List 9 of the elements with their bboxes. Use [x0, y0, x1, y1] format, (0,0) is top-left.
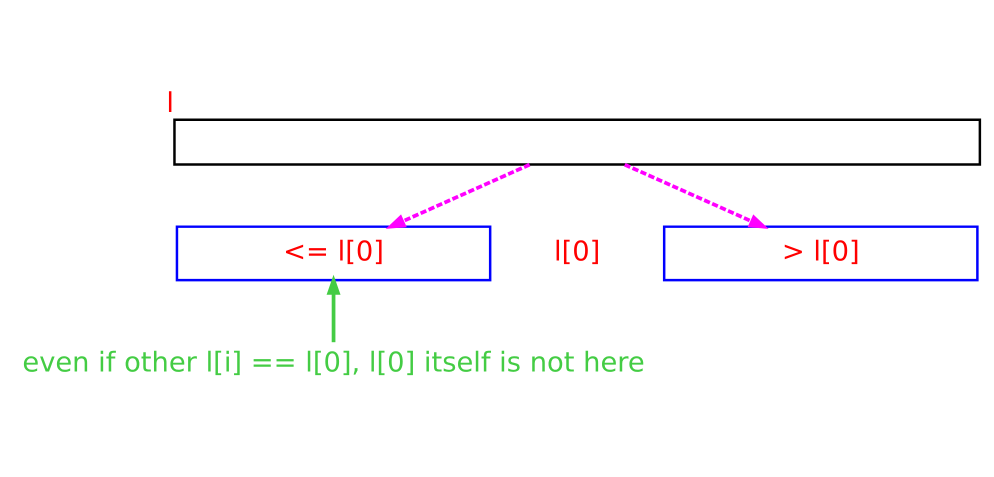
node-box [173, 118, 982, 166]
label: l[0] [554, 236, 600, 268]
arrow [624, 162, 769, 229]
arrow [386, 162, 530, 229]
node-box: <= l[0] [176, 225, 492, 282]
node-label: l [166, 88, 174, 119]
node-text: even if other l[i] == l[0], l[0] itself is not here [22, 348, 645, 379]
node-box: > l[0] [662, 225, 979, 282]
arrow [326, 274, 341, 342]
